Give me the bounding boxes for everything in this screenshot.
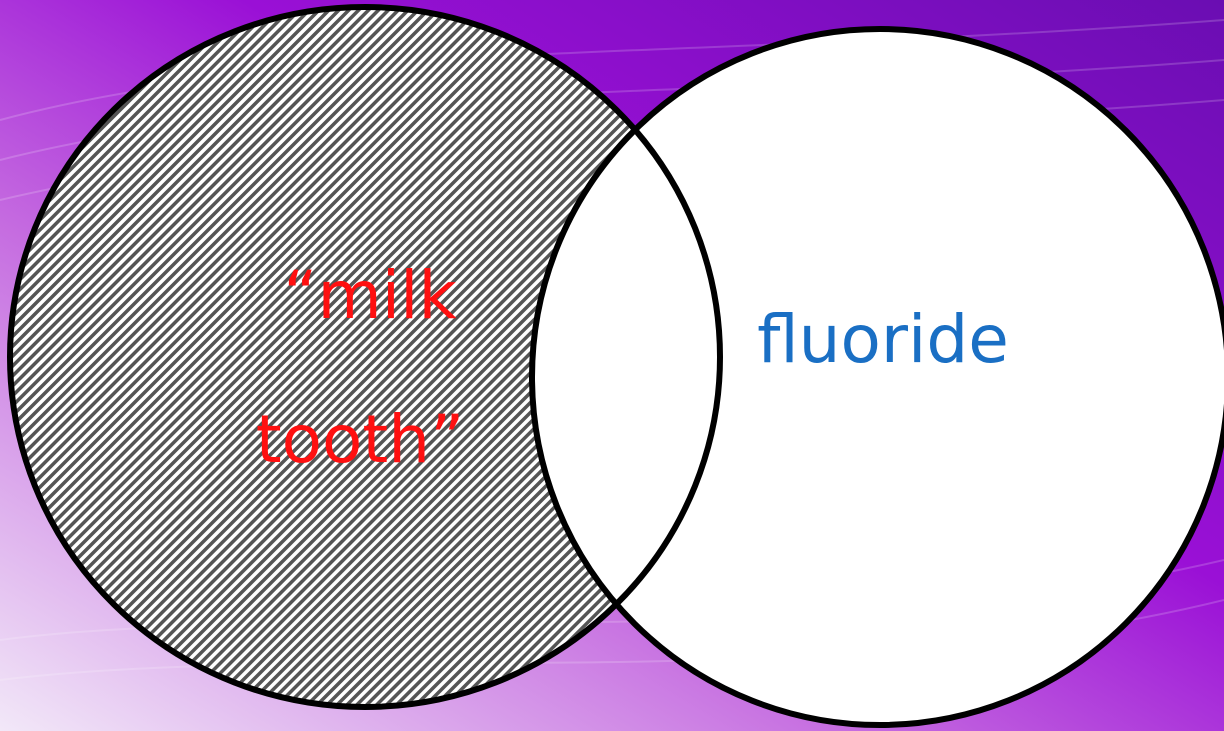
right-set-label: fluoride: [757, 301, 1009, 378]
left-set-label-line-1: “milk: [283, 257, 457, 334]
left-set-outline: [7, 4, 723, 710]
left-set-circle: [10, 7, 720, 707]
right-set-outline: [529, 26, 1224, 728]
right-set-circle: [532, 29, 1224, 725]
left-set-label-line-2: tooth”: [256, 401, 465, 478]
